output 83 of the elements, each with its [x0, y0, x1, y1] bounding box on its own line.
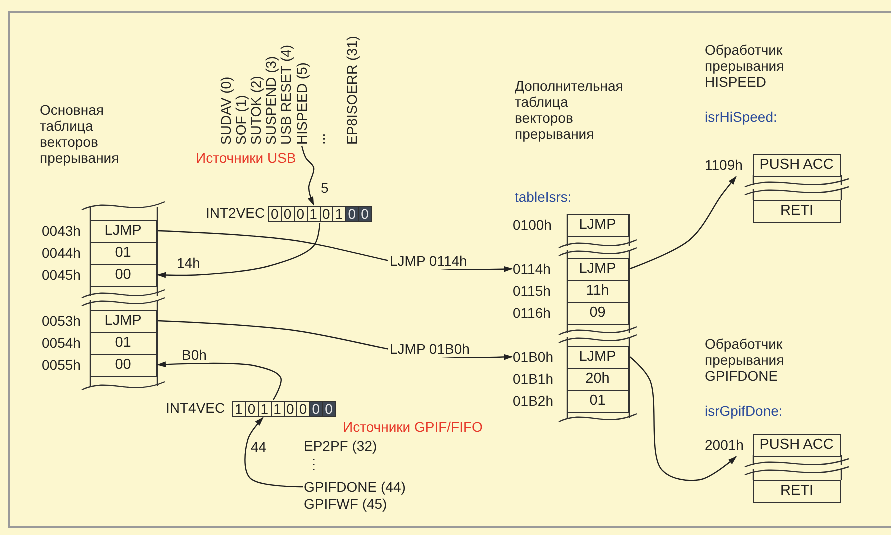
edge-label: B0h	[180, 348, 209, 363]
arrow	[301, 146, 315, 206]
register-bit: 0	[270, 207, 280, 221]
edge-label: 14h	[175, 256, 202, 271]
memory-cell: 00	[90, 354, 157, 377]
handler-title: Обработчик прерывания HISPEED	[705, 42, 784, 90]
edge-label: 44	[249, 440, 269, 455]
register-bit: 0	[322, 402, 335, 416]
source-label: EP2PF (32)	[304, 438, 378, 454]
register-bit: 0	[294, 207, 307, 221]
address-label: 0043h	[42, 222, 82, 241]
source-label: SUDAV (0)	[219, 76, 233, 145]
group-title: Источники USB	[196, 150, 296, 166]
memory-cell: LJMP	[566, 346, 629, 369]
address-label: 0053h	[42, 312, 82, 331]
source-label: HISPEED (5)	[295, 62, 309, 145]
source-label: USB RESET (4)	[279, 44, 293, 145]
source-label: SOF (1)	[234, 95, 248, 145]
register	[232, 401, 336, 417]
arrow	[157, 362, 282, 400]
register-bit: 0	[320, 207, 332, 221]
arrow	[630, 176, 737, 270]
register-name: INT4VEC	[166, 400, 226, 416]
arrow	[630, 356, 738, 482]
register-bit: 1	[270, 402, 284, 416]
register-bit: 0	[309, 402, 322, 416]
edge-label: LJMP 01B0h	[388, 342, 472, 357]
code-label: isrGpifDone:	[705, 403, 783, 419]
ellipsis: ⋮	[307, 456, 321, 472]
memory-cell: PUSH ACC	[752, 154, 841, 177]
arrow	[157, 222, 321, 278]
address-label: 01B1h	[513, 370, 554, 389]
source-label: SUTOK (2)	[249, 76, 263, 145]
memory-cell: 09	[566, 302, 629, 325]
edge-label: 5	[319, 181, 331, 196]
address-label: 0054h	[42, 334, 82, 353]
address-label: 0114h	[513, 260, 552, 279]
memory-cell: LJMP	[90, 310, 157, 333]
memory-cell: 11h	[566, 280, 629, 303]
memory-cell: RETI	[753, 200, 841, 223]
source-label: GPIFDONE (44)	[304, 479, 406, 495]
memory-cell: LJMP	[566, 214, 629, 237]
address-label: 1109h	[705, 156, 744, 175]
address-label: 0116h	[513, 304, 552, 323]
edge-label: LJMP 0114h	[388, 254, 470, 269]
address-label: 0055h	[42, 356, 82, 375]
register-bit: 0	[358, 207, 371, 221]
memory-cell: LJMP	[90, 220, 157, 243]
memory-cell: 00	[90, 264, 157, 287]
table-title: Основная таблица векторов прерывания	[40, 102, 120, 166]
handler-title: Обработчик прерывания GPIFDONE	[705, 336, 784, 384]
address-label: 0044h	[42, 244, 82, 263]
register-bit: 1	[234, 402, 244, 416]
table-title: Дополнительная таблица векторов прерывания	[515, 78, 624, 142]
register-bit: 0	[244, 402, 258, 416]
ellipsis: ...	[313, 133, 327, 145]
memory-cell: PUSH ACC	[752, 434, 841, 457]
source-label: SUSPEND (3)	[264, 56, 278, 145]
code-label: isrHiSpeed:	[705, 109, 778, 125]
group-title: Источники GPIF/FIFO	[343, 419, 483, 435]
memory-cell: 01	[90, 242, 157, 265]
register	[268, 206, 372, 222]
address-label: 01B0h	[513, 348, 554, 367]
address-label: 0115h	[513, 282, 552, 301]
register-bit: 1	[258, 402, 271, 416]
memory-cell: LJMP	[566, 258, 629, 281]
register-name: INT2VEC	[206, 205, 266, 221]
register-bit: 0	[284, 402, 296, 416]
source-label: GPIFWF (45)	[304, 496, 388, 512]
address-label: 2001h	[705, 436, 745, 455]
register-bit: 1	[306, 207, 320, 221]
memory-cell: 20h	[566, 368, 629, 391]
address-label: 0045h	[42, 266, 82, 285]
arrow	[244, 417, 303, 488]
source-label: EP8ISOERR (31)	[345, 36, 359, 145]
address-label: 0100h	[513, 216, 553, 235]
register-bit: 0	[280, 207, 294, 221]
code-label: tableIsrs:	[515, 189, 572, 205]
memory-cell: 01	[566, 390, 629, 413]
memory-cell: 01	[90, 332, 157, 355]
address-label: 01B2h	[513, 392, 554, 411]
register-bit: 0	[345, 207, 358, 221]
memory-cell: RETI	[753, 480, 841, 503]
